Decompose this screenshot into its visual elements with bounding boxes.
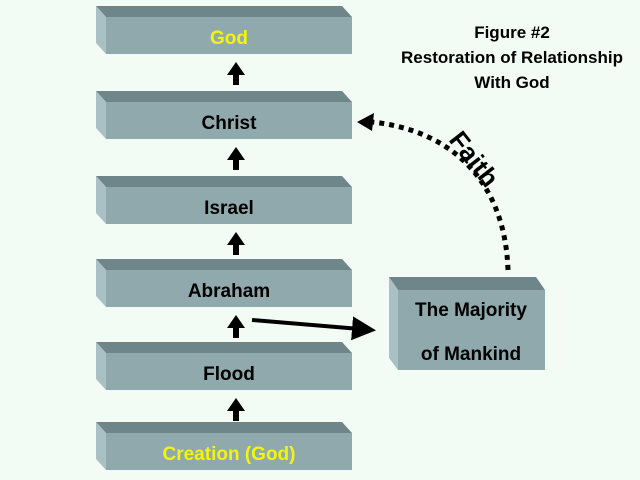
faith-label: Faith (443, 125, 505, 192)
figure-title: Figure #2 Restoration of Relationship Wi… (401, 23, 623, 92)
title-line-1: Figure #2 (474, 23, 550, 42)
stack-box-abraham: Abraham (96, 259, 352, 307)
stack-label: Israel (204, 198, 254, 219)
majority-label-1: The Majority (415, 300, 527, 321)
stack-label: God (210, 28, 248, 49)
up-arrow-icon (227, 315, 245, 338)
faith-dotted-arrow (371, 119, 511, 271)
majority-box: The Majority of Mankind (389, 277, 545, 370)
stack-label: Creation (God) (163, 444, 296, 465)
stack-box-creation-god: Creation (God) (96, 422, 352, 470)
up-arrow-icon (227, 147, 245, 170)
stack-box-god: God (96, 6, 352, 54)
up-arrow-icon (227, 62, 245, 85)
up-arrow-icon (227, 232, 245, 255)
stack-label: Flood (203, 364, 255, 385)
stack-label: Abraham (188, 281, 270, 302)
stack-label: Christ (202, 113, 258, 134)
stack-box-christ: Christ (96, 91, 352, 139)
title-line-2: Restoration of Relationship (401, 48, 623, 67)
up-arrow-icon (227, 398, 245, 421)
abraham-to-majority-arrow (251, 316, 376, 341)
majority-label-2: of Mankind (421, 344, 521, 365)
title-line-3: With God (474, 73, 549, 92)
stack-box-israel: Israel (96, 176, 352, 224)
faith-arrowhead (357, 113, 374, 131)
stack-box-flood: Flood (96, 342, 352, 390)
